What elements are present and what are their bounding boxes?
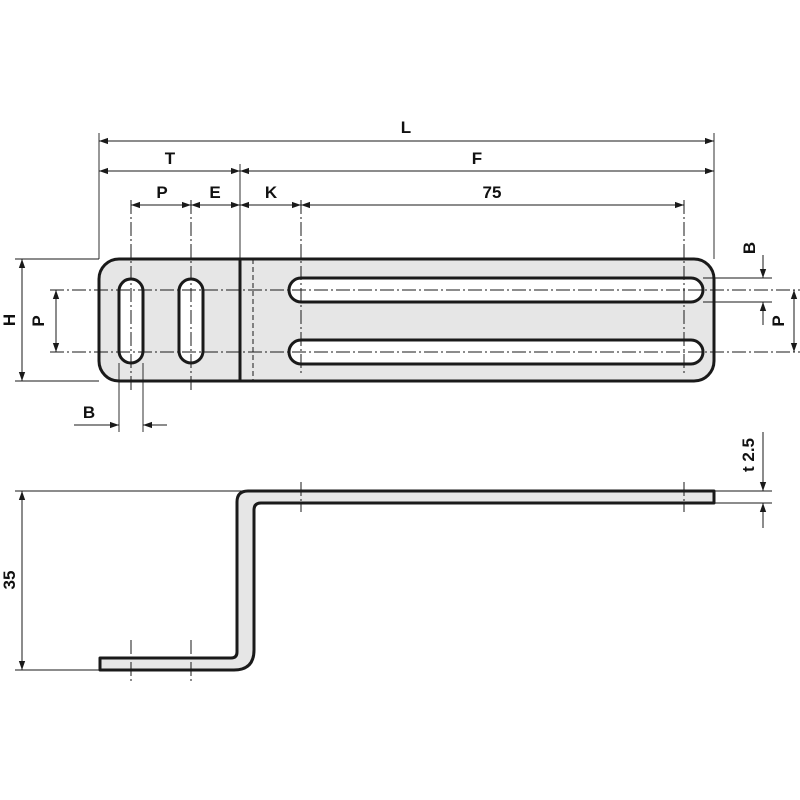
dim-B-bottom-label: B [83, 403, 95, 422]
right-dimensions: B P [703, 242, 798, 352]
dim-P-top-label: P [156, 183, 167, 202]
height-dimension: 35 [0, 490, 248, 671]
dim-F-label: F [472, 149, 482, 168]
thickness-dimension: t 2.5 [714, 432, 772, 528]
dim-B-right-label: B [740, 242, 759, 254]
side-view [98, 482, 716, 682]
dim-K-label: K [265, 183, 278, 202]
dim-75-label: 75 [483, 183, 502, 202]
bottom-B-dimension: B [74, 363, 167, 432]
dim-P-left-label: P [29, 315, 48, 326]
left-dimensions: H P [0, 258, 99, 382]
dim-H-label: H [0, 314, 19, 326]
dim-P-right-label: P [769, 315, 788, 326]
dim-t-label: t 2.5 [739, 438, 758, 472]
top-view [50, 200, 800, 392]
side-view-profile [98, 489, 716, 672]
horizontal-dimensions: L T F P E K 75 [98, 118, 715, 259]
dim-E-label: E [209, 183, 220, 202]
dim-L-label: L [401, 118, 411, 137]
dim-T-label: T [165, 149, 176, 168]
dim-35-label: 35 [0, 571, 19, 590]
